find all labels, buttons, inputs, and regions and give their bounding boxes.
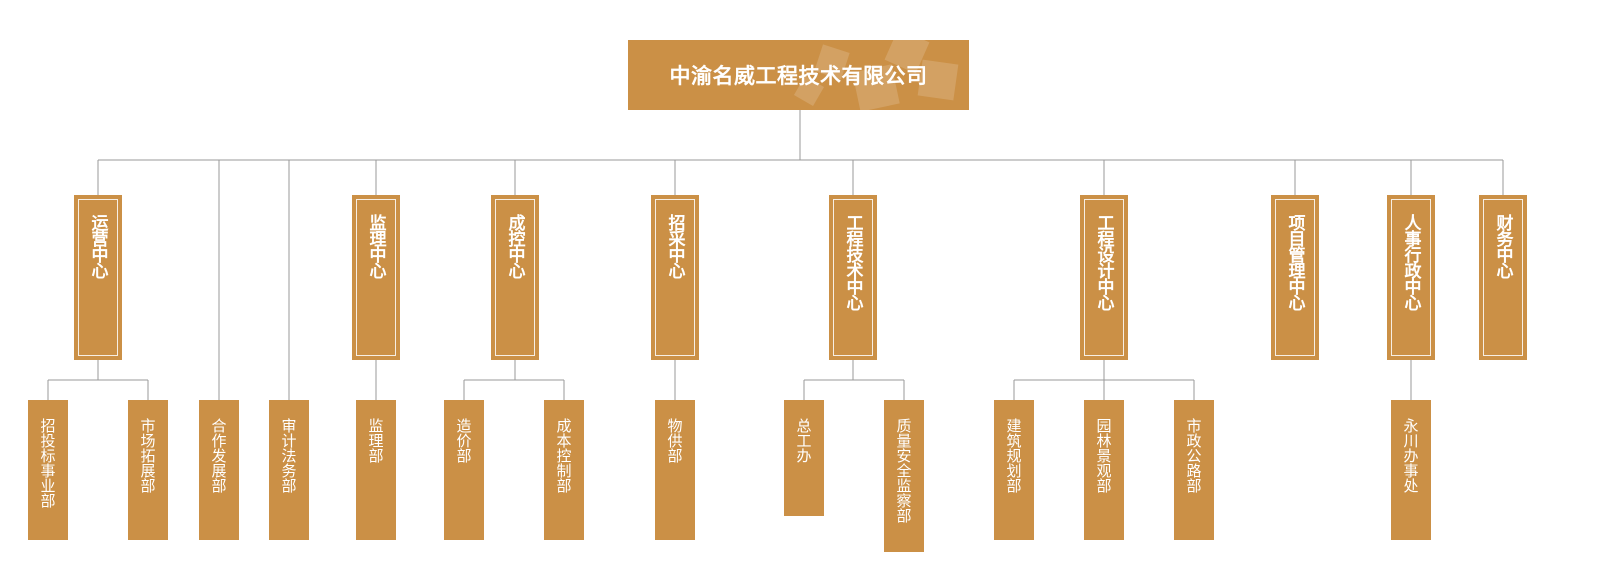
dept-label-costing: 造价部 [454, 418, 473, 463]
dept-label-municipal-roads: 市政公路部 [1184, 418, 1203, 493]
dept-label-chief-engineer: 总工办 [794, 418, 813, 463]
dept-box-landscape: 园林景观部 [1084, 400, 1124, 540]
dept-box-material-supply: 物供部 [655, 400, 695, 540]
dept-box-quality-safety: 质量安全监察部 [884, 400, 924, 552]
center-box-project-management: 项目管理中心 [1271, 195, 1319, 360]
center-box-finance: 财务中心 [1479, 195, 1527, 360]
dept-label-bidding: 招投标事业部 [38, 418, 57, 508]
dept-box-market-expansion: 市场拓展部 [128, 400, 168, 540]
center-box-cost-control: 成控中心 [491, 195, 539, 360]
center-box-hr-admin: 人事行政中心 [1387, 195, 1435, 360]
dept-label-supervision: 监理部 [366, 418, 385, 463]
dept-box-chief-engineer: 总工办 [784, 400, 824, 516]
dept-box-audit-legal: 审计法务部 [269, 400, 309, 540]
dept-box-architecture-planning: 建筑规划部 [994, 400, 1034, 540]
dept-box-bidding: 招投标事业部 [28, 400, 68, 540]
dept-label-cost-control: 成本控制部 [554, 418, 573, 493]
dept-label-cooperation: 合作发展部 [209, 418, 228, 493]
center-box-supervision: 监理中心 [352, 195, 400, 360]
center-box-engineering-design: 工程设计中心 [1080, 195, 1128, 360]
root-company-box: 中渝名威工程技术有限公司 [628, 40, 969, 110]
root-company-name: 中渝名威工程技术有限公司 [669, 64, 928, 88]
dept-box-costing: 造价部 [444, 400, 484, 540]
dept-label-yongchuan-office: 永川办事处 [1401, 418, 1420, 493]
center-label-finance: 财务中心 [1492, 214, 1513, 278]
center-label-supervision: 监理中心 [365, 214, 386, 278]
center-label-hr-admin: 人事行政中心 [1400, 214, 1421, 310]
center-label-project-management: 项目管理中心 [1284, 214, 1305, 310]
center-box-operations: 运营中心 [74, 195, 122, 360]
dept-label-audit-legal: 审计法务部 [279, 418, 298, 493]
center-label-operations: 运营中心 [87, 214, 108, 278]
dept-label-architecture-planning: 建筑规划部 [1004, 418, 1023, 493]
center-label-cost-control: 成控中心 [504, 214, 525, 278]
dept-label-landscape: 园林景观部 [1094, 418, 1113, 493]
dept-label-quality-safety: 质量安全监察部 [894, 418, 913, 523]
center-label-engineering-design: 工程设计中心 [1093, 214, 1114, 310]
center-label-procurement: 招采中心 [664, 214, 685, 278]
center-label-engineering-tech: 工程技术中心 [842, 214, 863, 310]
dept-box-yongchuan-office: 永川办事处 [1391, 400, 1431, 540]
dept-box-cost-control: 成本控制部 [544, 400, 584, 540]
dept-box-cooperation: 合作发展部 [199, 400, 239, 540]
dept-label-material-supply: 物供部 [665, 418, 684, 463]
center-box-procurement: 招采中心 [651, 195, 699, 360]
dept-label-market-expansion: 市场拓展部 [138, 418, 157, 493]
dept-box-supervision: 监理部 [356, 400, 396, 540]
dept-box-municipal-roads: 市政公路部 [1174, 400, 1214, 540]
center-box-engineering-tech: 工程技术中心 [829, 195, 877, 360]
